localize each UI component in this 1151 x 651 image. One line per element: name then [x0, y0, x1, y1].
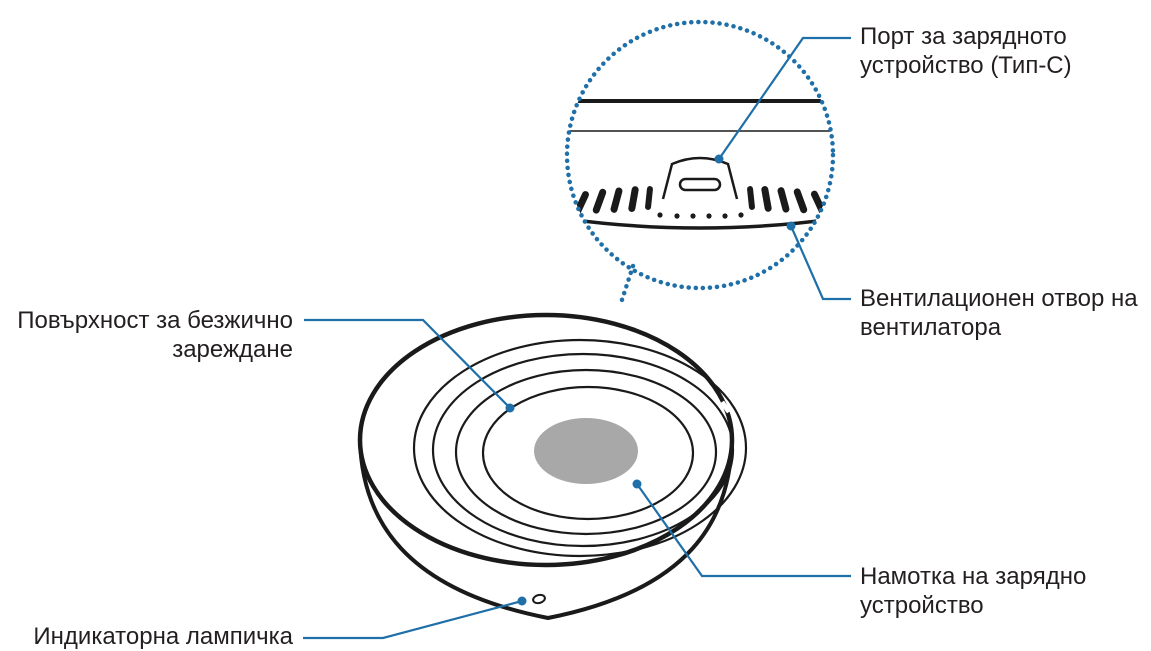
label-coil-line2: устройство [860, 592, 984, 619]
label-surface-line1: Повърхност за безжично [17, 307, 293, 334]
label-port: Порт за зарядното устройство (Тип-С) [860, 22, 1072, 80]
surface-ring-3 [454, 368, 718, 536]
fan-vent-slots-right [747, 186, 826, 215]
label-surface: Повърхност за безжично зареждане [17, 306, 293, 364]
callout-lines [303, 36, 851, 640]
surface-ring-1 [412, 338, 748, 558]
label-coil-line1: Намотка на зарядно [860, 563, 1087, 590]
callout-line-port [718, 36, 851, 160]
label-indicator: Индикаторна лампичка [33, 622, 293, 651]
label-port-line2: устройство (Тип-С) [860, 52, 1072, 79]
label-indicator-line1: Индикаторна лампичка [33, 623, 293, 650]
label-surface-line2: зареждане [172, 336, 293, 363]
charger-coil [534, 418, 638, 484]
surface-ring-4 [481, 385, 695, 521]
wireless-charger-pad [357, 312, 754, 621]
zoom-detail [564, 19, 836, 309]
label-fan-line1: Вентилационен отвор на [860, 285, 1138, 312]
label-fan-line2: вентилатора [860, 314, 1002, 341]
label-fan: Вентилационен отвор на вентилатора [860, 284, 1138, 342]
callout-line-fan [789, 225, 851, 301]
callout-line-surface [304, 318, 511, 409]
indicator-lamp [532, 593, 546, 605]
label-coil: Намотка на зарядно устройство [860, 562, 1086, 620]
surface-ring-2 [431, 352, 735, 548]
surface-reflection-marks [719, 396, 754, 437]
callout-line-coil [636, 483, 851, 578]
fan-vent-dots [657, 212, 744, 219]
fan-vent-slots-left [573, 186, 653, 216]
zoom-circle [564, 19, 836, 291]
callout-line-indicator [303, 599, 523, 640]
label-port-line1: Порт за зарядното [860, 23, 1067, 50]
zoom-connector [617, 263, 636, 309]
usb-c-port [678, 177, 722, 192]
